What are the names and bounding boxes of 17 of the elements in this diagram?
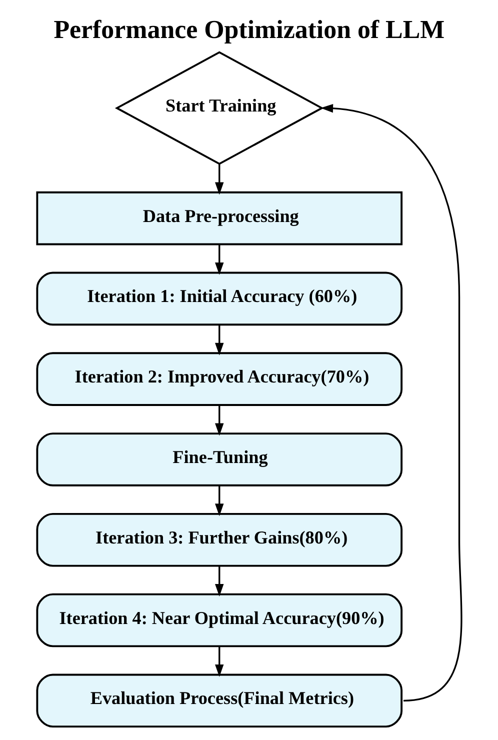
node-box: Evaluation Process(Final Metrics): [36, 674, 402, 728]
node-box: Fine-Tuning: [36, 432, 402, 486]
diagram-title: Performance Optimization of LLM: [53, 15, 444, 44]
node-box: Iteration 1: Initial Accuracy (60%): [36, 272, 402, 326]
arrow: [214, 405, 224, 436]
arrow: [214, 566, 224, 597]
node-diamond: Start Training: [114, 51, 324, 165]
node-box: Iteration 3: Further Gains(80%): [36, 512, 402, 567]
arrow: [214, 325, 224, 356]
arrow: [214, 244, 224, 275]
arrow: [320, 104, 462, 702]
arrow: [214, 486, 224, 516]
node-box: Data Pre-processing: [36, 191, 402, 246]
arrow: [214, 646, 224, 677]
node-box: Iteration 4: Near Optimal Accuracy(90%): [36, 593, 402, 648]
node-box: Iteration 2: Improved Accuracy(70%): [36, 352, 402, 406]
arrow: [214, 164, 224, 195]
